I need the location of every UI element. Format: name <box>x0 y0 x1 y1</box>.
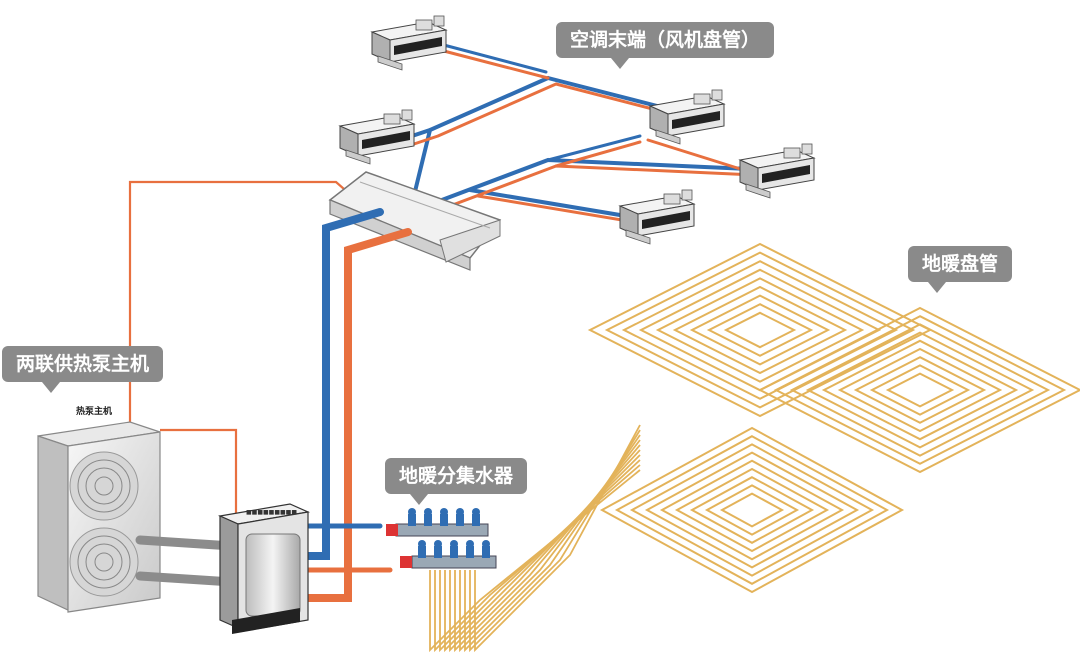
manifold-valve-icon <box>466 546 474 558</box>
fan-coil-unit-icon <box>338 109 416 165</box>
fan-coil-piping <box>398 42 780 228</box>
svg-text:■■■■■■■■■: ■■■■■■■■■ <box>246 509 297 516</box>
floor-coil-callout: 地暖盘管 <box>908 246 1013 293</box>
unit-nameplate: 热泵主机 <box>76 407 113 417</box>
fan-coil-unit-icon <box>370 15 448 71</box>
fan-coil-unit-icon <box>618 189 696 245</box>
manifold-valve-icon <box>408 514 416 526</box>
manifold-valve-icon <box>456 514 464 526</box>
heat-pump-callout: 两联供热泵主机 <box>2 346 164 393</box>
manifold-valve-icon <box>472 514 480 526</box>
manifold-valve-icon <box>450 546 458 558</box>
fan-coil-unit-icon <box>648 89 726 145</box>
main-risers <box>292 208 412 602</box>
fan-coil-unit-icon <box>738 143 816 199</box>
manifold-valve-icon <box>418 546 426 558</box>
manifold-valve-icon <box>424 514 432 526</box>
floor-heating-coils <box>429 242 1080 653</box>
floor-heating-manifold <box>386 508 497 569</box>
heat-pump-outdoor-unit <box>37 421 237 613</box>
manifold-valve-icon <box>482 546 490 558</box>
manifold-valve-icon <box>440 514 448 526</box>
fan-coil-callout: 空调末端（风机盘管） <box>556 22 775 69</box>
fan-icon <box>69 527 139 597</box>
connection-lines <box>128 180 353 520</box>
fan-icon <box>69 451 139 521</box>
manifold-valve-icon <box>434 546 442 558</box>
manifold-callout: 地暖分集水器 <box>385 458 528 505</box>
fan-coil-units <box>338 15 816 245</box>
hydro-module: ■■■■■■■■■ <box>217 503 311 634</box>
